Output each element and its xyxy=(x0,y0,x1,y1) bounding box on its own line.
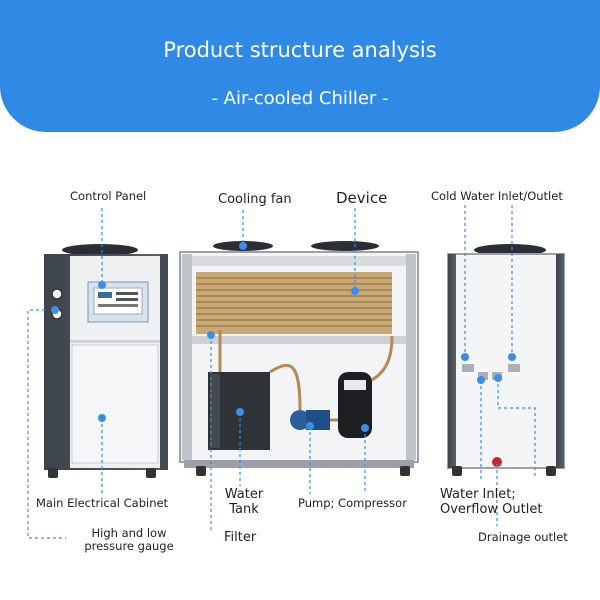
compressor xyxy=(338,372,372,438)
label-drainage-outlet: Drainage outlet xyxy=(478,530,568,544)
label-water-tank-line1: Water xyxy=(224,487,264,502)
pressure-gauge xyxy=(51,288,63,320)
page-title: Product structure analysis xyxy=(163,38,437,62)
label-pressure-gauge-line2: pressure gauge xyxy=(84,539,174,554)
header-banner: Product structure analysis - Air-cooled … xyxy=(0,0,600,132)
label-cold-water-inlet-outlet: Cold Water Inlet/Outlet xyxy=(431,189,563,203)
label-pressure-gauge-line1: High and low xyxy=(91,526,167,540)
page-subtitle: - Air-cooled Chiller - xyxy=(211,88,389,109)
label-water-tank-line2: Tank xyxy=(229,501,259,517)
chiller-front-view xyxy=(44,244,168,478)
chiller-back-view xyxy=(447,244,565,476)
leader-lines xyxy=(27,205,536,539)
label-pressure-gauge: High and low pressure gauge xyxy=(64,526,194,554)
label-main-electrical-cabinet: Main Electrical Cabinet xyxy=(36,496,169,510)
label-water-inlet-line1: Water Inlet; xyxy=(440,487,516,502)
label-water-inlet-line2: Overflow Outlet xyxy=(440,501,543,517)
water-tank xyxy=(208,372,270,450)
label-water-tank: Water Tank xyxy=(216,487,272,518)
chiller-internal-view xyxy=(179,241,419,476)
label-device: Device xyxy=(336,189,388,207)
label-water-inlet-overflow: Water Inlet; Overflow Outlet xyxy=(440,487,543,518)
leader-dots xyxy=(51,242,516,432)
control-panel-screen xyxy=(87,281,149,323)
label-control-panel: Control Panel xyxy=(70,189,147,203)
label-pump-compressor: Pump; Compressor xyxy=(298,496,407,510)
label-cooling-fan: Cooling fan xyxy=(218,192,292,207)
label-filter: Filter xyxy=(224,530,257,545)
condenser-coil xyxy=(196,272,392,334)
